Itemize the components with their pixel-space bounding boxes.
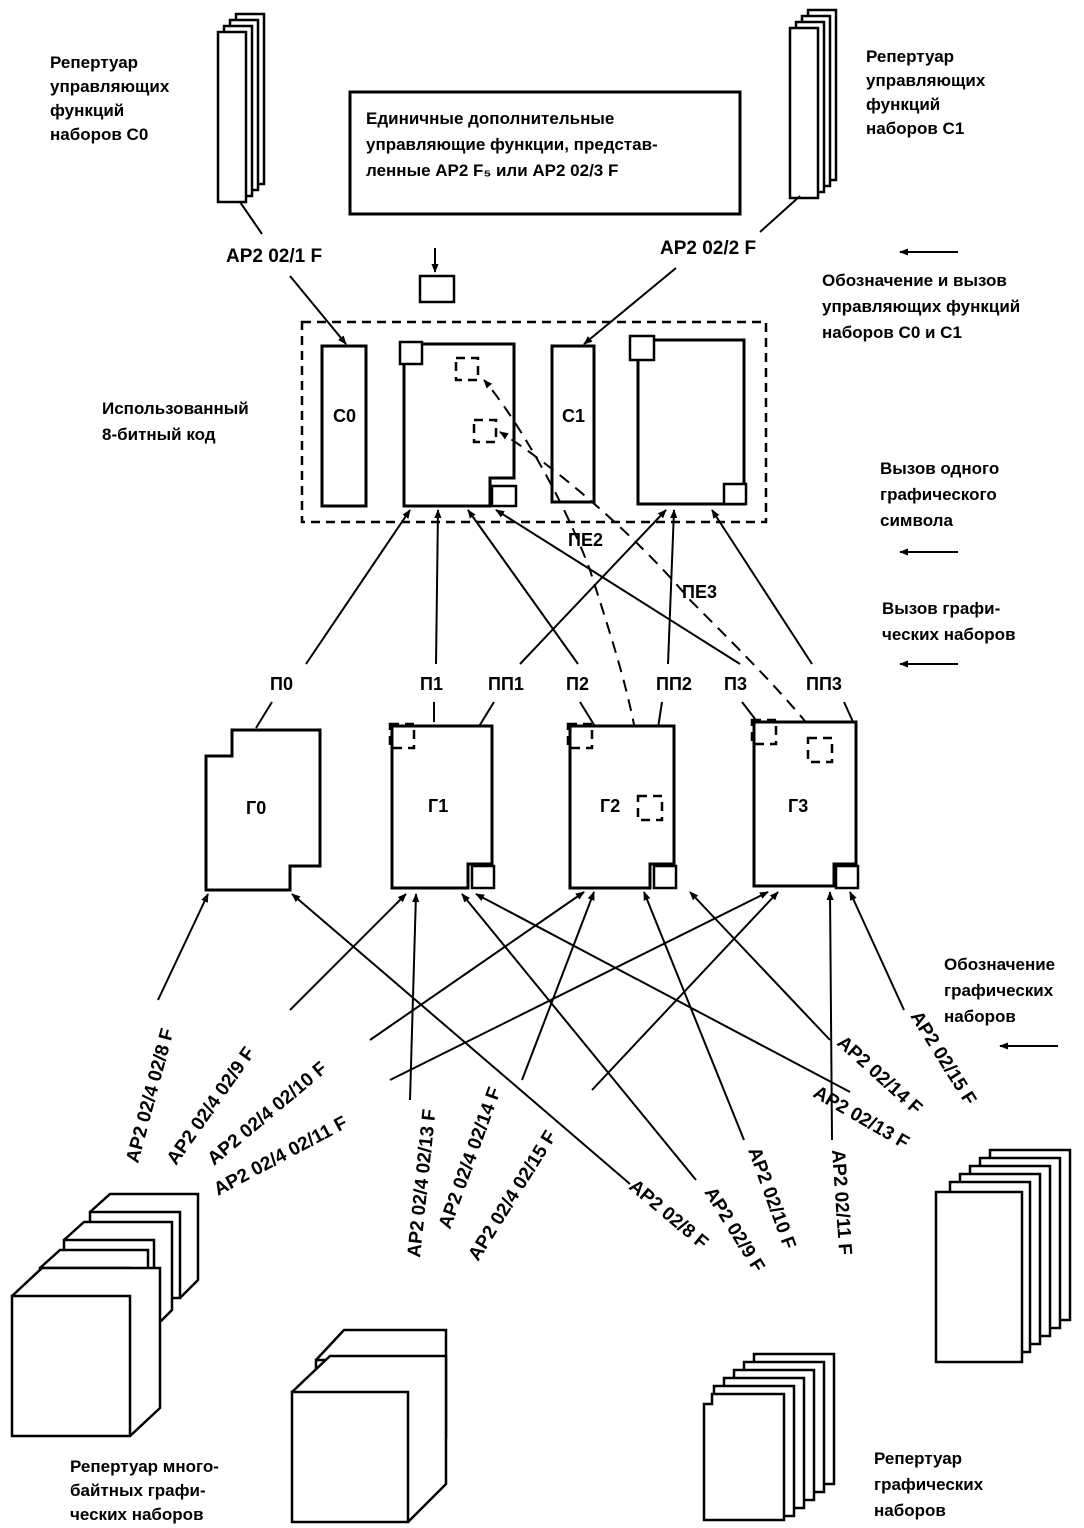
- gl-block: [402, 342, 516, 508]
- graphic-repertoire-label: Репертуар графических наборов: [874, 1449, 988, 1520]
- set-g2-label: Г2: [600, 796, 620, 816]
- gr-block: [636, 338, 746, 506]
- set-g0: [204, 728, 322, 892]
- designate-invoke-c0c1-label: Обозначение и вызов управляющих функций …: [822, 271, 1025, 342]
- escape-4-8-label: АР2 02/4 02/8 F: [123, 1026, 179, 1165]
- invoke-pp3-label: ПП3: [806, 674, 842, 694]
- invoke-pp1-label: ПП1: [488, 674, 524, 694]
- c1-block-label: С1: [562, 406, 585, 426]
- single-control-functions-label: Единичные дополнительные управляющие фун…: [366, 109, 662, 180]
- graphic-sets-right-stack: [934, 1148, 1072, 1364]
- invoke-pp2-label: ПП2: [656, 674, 692, 694]
- invoke-p3-label: П3: [724, 674, 747, 694]
- set-g0-label: Г0: [246, 798, 266, 818]
- escape-9-label: АР2 02/9 F: [700, 1184, 769, 1277]
- set-g1-label: Г1: [428, 796, 448, 816]
- single-control-cell: [418, 274, 456, 304]
- designate-graphic-label: Обозначение графических наборов: [944, 955, 1060, 1026]
- multibyte-center-blocks: [290, 1328, 448, 1524]
- escape-c1-label: АР2 02/2 F: [660, 238, 756, 259]
- c0-repertoire-stack: [216, 12, 266, 204]
- c1-repertoire-stack: [788, 8, 838, 200]
- multibyte-repertoire-blocks: [10, 1192, 200, 1438]
- set-g2: [568, 724, 676, 890]
- c0-block: [320, 344, 368, 508]
- escape-10-label: АР2 02/10 F: [743, 1145, 799, 1252]
- used-code-label: Использованный 8-битный код: [102, 399, 253, 444]
- escape-8-label: АР2 02/8 F: [625, 1176, 712, 1254]
- invoke-p0-label: П0: [270, 674, 293, 694]
- invoke-single-label: Вызов одного графического символа: [880, 459, 1004, 530]
- set-g1: [390, 724, 494, 890]
- c0-block-label: С0: [333, 406, 356, 426]
- escape-4-13-label: АР2 02/4 02/13 F: [404, 1108, 440, 1258]
- escape-c0-label: АР2 02/1 F: [226, 246, 322, 267]
- graphic-sets-center-stack: [702, 1352, 836, 1522]
- used-8bit-code-frame: [300, 320, 768, 524]
- set-g3-label: Г3: [788, 796, 808, 816]
- invoke-pe2-label: ПЕ2: [568, 530, 603, 550]
- c1-block: [550, 344, 596, 504]
- invoke-p1-label: П1: [420, 674, 443, 694]
- single-control-functions-box: [348, 90, 742, 216]
- invoke-sets-label: Вызов графи- ческих наборов: [882, 599, 1016, 644]
- escape-11-label: АР2 02/11 F: [827, 1149, 855, 1256]
- multibyte-repertoire-label: Репертуар много- байтных графи- ческих н…: [70, 1457, 224, 1524]
- invoke-pe3-label: ПЕ3: [682, 582, 717, 602]
- c0-repertoire-label: Репертуар управляющих функций наборов С0: [50, 53, 174, 144]
- c1-repertoire-label: Репертуар управляющих функций наборов С1: [866, 47, 990, 138]
- invoke-p2-label: П2: [566, 674, 589, 694]
